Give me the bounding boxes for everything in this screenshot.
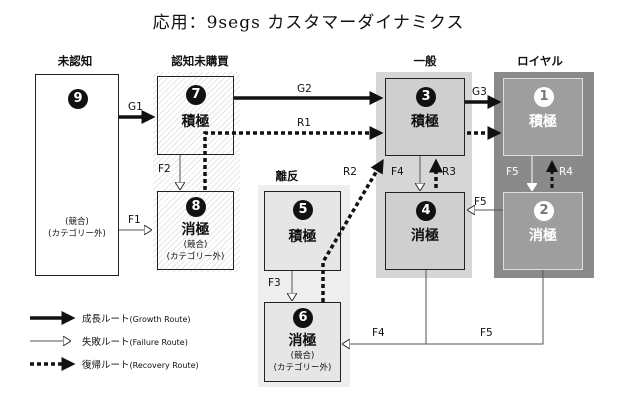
legend-failure-ja: 失敗ルート: [82, 337, 130, 348]
header-general: 一般: [413, 54, 437, 68]
node-label: 積極: [181, 114, 210, 130]
node-2-loyal-passive: 2 消極: [503, 192, 583, 270]
node-sub1: (競合): [65, 217, 89, 227]
node-number: 2: [534, 201, 554, 221]
node-sub2: (カテゴリー外): [166, 252, 225, 262]
legend-growth: 成長ルート(Growth Route): [82, 311, 190, 325]
node-sub1: (競合): [183, 240, 208, 250]
legend-failure-en: (Failure Route): [129, 338, 188, 347]
node-number: 3: [416, 87, 436, 107]
node-label: 消極: [411, 228, 439, 244]
legend-failure: 失敗ルート(Failure Route): [82, 334, 188, 348]
label-r3: R3: [442, 166, 456, 178]
node-number: 6: [293, 308, 313, 328]
label-r2: R2: [343, 166, 357, 178]
node-label: 消極: [529, 228, 557, 244]
node-number: 5: [293, 200, 313, 220]
label-g1: G1: [128, 101, 143, 113]
node-sub2: (カテゴリー外): [273, 363, 332, 373]
node-label: 消極: [288, 333, 317, 349]
node-9-unaware: 9 (競合) (カテゴリー外): [35, 74, 119, 276]
node-number: 1: [534, 87, 554, 107]
edge-r2: [321, 158, 384, 302]
node-5-churn-active: 5 積極: [264, 191, 341, 271]
label-f1: F1: [128, 214, 141, 226]
node-number: 7: [186, 85, 206, 105]
node-label: 積極: [529, 114, 557, 130]
node-label: 積極: [288, 229, 317, 245]
node-sub1: (競合): [290, 351, 315, 361]
label-f2: F2: [158, 163, 171, 175]
node-number: 9: [68, 89, 88, 109]
legend-growth-en: (Growth Route): [129, 315, 191, 324]
edge-f5-to-churn: [426, 270, 544, 345]
legend-recovery-en: (Recovery Route): [129, 361, 199, 370]
legend-growth-ja: 成長ルート: [82, 314, 130, 325]
edge-r1: [203, 126, 384, 190]
node-7-aware-active: 7 積極: [157, 76, 234, 155]
header-aware: 認知未購買: [171, 54, 229, 68]
node-label: 消極: [181, 222, 210, 238]
legend-recovery-ja: 復帰ルート: [82, 360, 130, 371]
label-f4-churn: F4: [372, 327, 385, 339]
legend-recovery: 復帰ルート(Recovery Route): [82, 357, 199, 371]
node-4-general-passive: 4 消極: [385, 192, 465, 270]
label-g3: G3: [472, 86, 487, 98]
label-f4-general: F4: [391, 166, 404, 178]
node-number: 8: [186, 197, 206, 217]
node-sub2: (カテゴリー外): [48, 229, 106, 239]
header-churn: 離反: [275, 169, 299, 183]
header-unaware: 未認知: [57, 54, 93, 68]
node-8-aware-passive: 8 消極 (競合) (カテゴリー外): [157, 191, 234, 270]
label-r1: R1: [297, 117, 311, 129]
label-f5-churn: F5: [480, 327, 493, 339]
diagram-title: 応用：9segs カスタマーダイナミクス: [152, 13, 465, 33]
label-r4: R4: [559, 166, 573, 178]
node-3-general-active: 3 積極: [385, 78, 465, 156]
header-loyal: ロイヤル: [517, 54, 563, 68]
label-f3: F3: [268, 277, 281, 289]
label-f5-to-general: F5: [474, 196, 487, 208]
label-g2: G2: [297, 83, 312, 95]
node-1-loyal-active: 1 積極: [503, 78, 583, 156]
node-number: 4: [416, 201, 436, 221]
node-label: 積極: [411, 114, 439, 130]
node-6-churn-passive: 6 消極 (競合) (カテゴリー外): [264, 302, 341, 382]
label-f5-loyal: F5: [506, 166, 519, 178]
